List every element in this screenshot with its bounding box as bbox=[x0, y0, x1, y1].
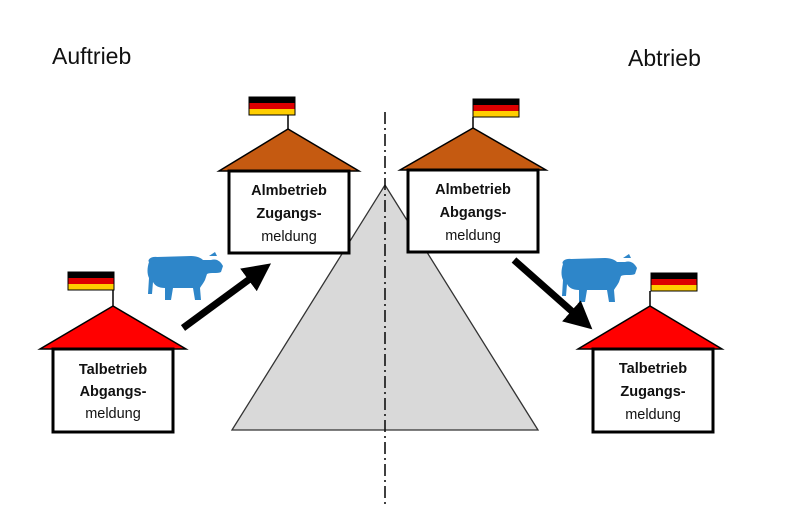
house-label-1: Talbetrieb bbox=[79, 362, 147, 378]
flag-icon bbox=[472, 98, 520, 118]
flag-icon bbox=[248, 96, 296, 116]
roof bbox=[216, 128, 362, 172]
heading-abtrieb: Abtrieb bbox=[628, 45, 701, 71]
house-talbetrieb-abgang: Talbetrieb Abgangs- meldung bbox=[37, 271, 189, 434]
house-label-2: Zugangs- bbox=[620, 384, 685, 400]
flag-icon bbox=[650, 272, 698, 292]
house-label-3: meldung bbox=[261, 229, 317, 245]
arrow-icon bbox=[511, 257, 593, 330]
house-label-2: Zugangs- bbox=[256, 206, 321, 222]
house-almbetrieb-zugang: Almbetrieb Zugangs- meldung bbox=[216, 96, 362, 255]
house-label-3: meldung bbox=[445, 228, 501, 244]
arrow-icon bbox=[180, 263, 272, 331]
roof bbox=[397, 127, 549, 171]
house-label-2: Abgangs- bbox=[440, 205, 507, 221]
house-body bbox=[591, 347, 715, 434]
house-body bbox=[51, 347, 175, 434]
house-label-3: meldung bbox=[85, 406, 141, 422]
roof bbox=[37, 305, 189, 350]
house-label-1: Talbetrieb bbox=[619, 361, 687, 377]
house-label-2: Abgangs- bbox=[80, 384, 147, 400]
house-talbetrieb-zugang: Talbetrieb Zugangs- meldung bbox=[575, 272, 725, 434]
roof bbox=[575, 305, 725, 350]
house-label-1: Almbetrieb bbox=[435, 182, 511, 198]
house-label-3: meldung bbox=[625, 407, 681, 423]
heading-auftrieb: Auftrieb bbox=[52, 43, 131, 69]
house-body bbox=[227, 169, 351, 255]
house-body bbox=[406, 168, 540, 254]
cow-icon bbox=[147, 252, 223, 300]
flag-icon bbox=[67, 271, 115, 291]
house-almbetrieb-abgang: Almbetrieb Abgangs- meldung bbox=[397, 98, 549, 254]
cow-icon bbox=[561, 254, 637, 302]
house-label-1: Almbetrieb bbox=[251, 183, 327, 199]
